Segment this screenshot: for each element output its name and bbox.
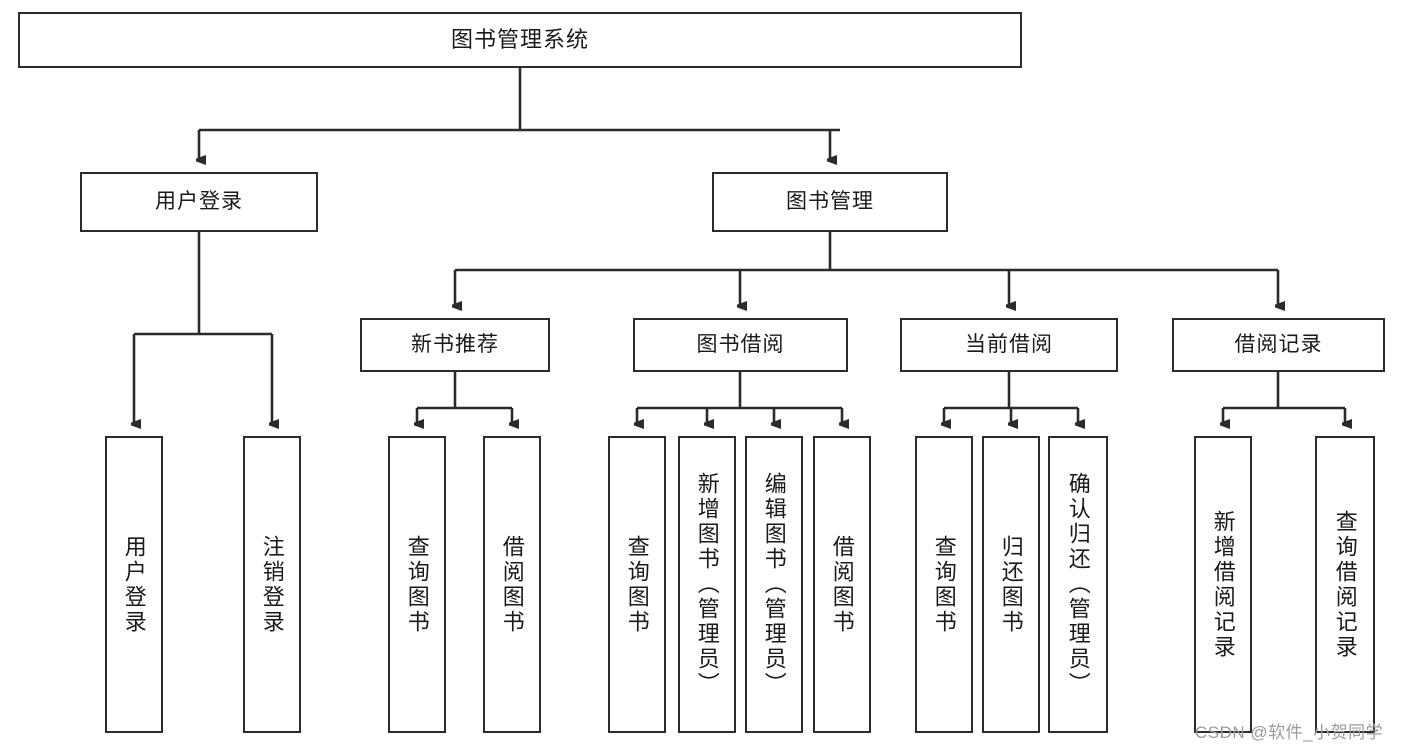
node-book-borrow[interactable]: 图书借阅 [633,318,848,372]
leaf-borrow-book-bb[interactable]: 借阅图书 [813,436,871,733]
node-root[interactable]: 图书管理系统 [18,12,1022,68]
leaf-query-borrow-record[interactable]: 查询借阅记录 [1315,436,1375,733]
csdn-watermark: CSDN @软件_小贺同学 [1195,723,1384,742]
node-current-borrow[interactable]: 当前借阅 [900,318,1118,372]
leaf-user-login[interactable]: 用户登录 [105,436,163,733]
leaf-edit-book-admin[interactable]: 编辑图书（管理员） [745,436,803,733]
node-new-book-recommend[interactable]: 新书推荐 [360,318,550,372]
leaf-confirm-return-admin[interactable]: 确认归还（管理员） [1048,436,1108,733]
leaf-logout[interactable]: 注销登录 [243,436,301,733]
leaf-add-book-admin[interactable]: 新增图书（管理员） [678,436,736,733]
leaf-return-book[interactable]: 归还图书 [982,436,1040,733]
leaf-query-book-cb[interactable]: 查询图书 [915,436,973,733]
node-book-management[interactable]: 图书管理 [712,172,948,232]
leaf-query-book-bb[interactable]: 查询图书 [608,436,666,733]
leaf-add-borrow-record[interactable]: 新增借阅记录 [1194,436,1252,733]
leaf-query-book-nbr[interactable]: 查询图书 [388,436,446,733]
node-borrow-record[interactable]: 借阅记录 [1172,318,1385,372]
leaf-borrow-book-nbr[interactable]: 借阅图书 [483,436,541,733]
node-user-login[interactable]: 用户登录 [80,172,318,232]
